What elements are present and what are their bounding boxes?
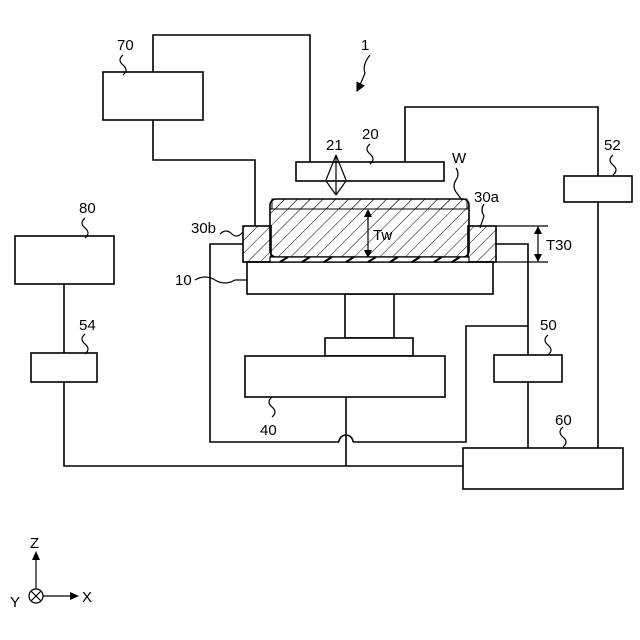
ring-30b — [243, 226, 271, 262]
nozzles-21 — [326, 181, 346, 195]
label-system: 1 — [361, 37, 369, 54]
label-30b: 30b — [191, 220, 216, 237]
sensor-52-box — [564, 176, 632, 202]
stage-10 — [247, 262, 493, 294]
axes-indicator: Z X Y — [10, 535, 92, 611]
label-20: 20 — [362, 126, 379, 143]
label-50: 50 — [540, 317, 557, 334]
sensor-50-box — [494, 355, 562, 382]
sensor-54-box — [31, 353, 97, 382]
label-60: 60 — [555, 412, 572, 429]
axis-z-label: Z — [30, 535, 39, 552]
head-20 — [296, 162, 444, 181]
label-Tw: Tw — [373, 227, 392, 244]
axis-y-label: Y — [10, 594, 20, 611]
label-T30: T30 — [546, 237, 572, 254]
wafer-W — [270, 199, 469, 257]
label-10: 10 — [175, 272, 192, 289]
label-54: 54 — [79, 317, 96, 334]
shaft-base — [325, 338, 413, 356]
controller-60-box — [463, 448, 623, 489]
unit-80-box — [15, 236, 114, 284]
controller-70-box — [103, 72, 203, 120]
t30-dimension — [534, 226, 542, 262]
label-W: W — [452, 150, 467, 167]
label-70: 70 — [117, 37, 134, 54]
label-21: 21 — [326, 137, 343, 154]
label-40: 40 — [260, 422, 277, 439]
ring-30a — [468, 226, 496, 262]
shaft — [345, 294, 394, 338]
axis-x-label: X — [82, 589, 92, 606]
label-80: 80 — [79, 200, 96, 217]
label-30a: 30a — [474, 189, 500, 206]
label-52: 52 — [604, 137, 621, 154]
adhesive-layer — [270, 257, 469, 262]
drive-40-box — [245, 356, 445, 397]
